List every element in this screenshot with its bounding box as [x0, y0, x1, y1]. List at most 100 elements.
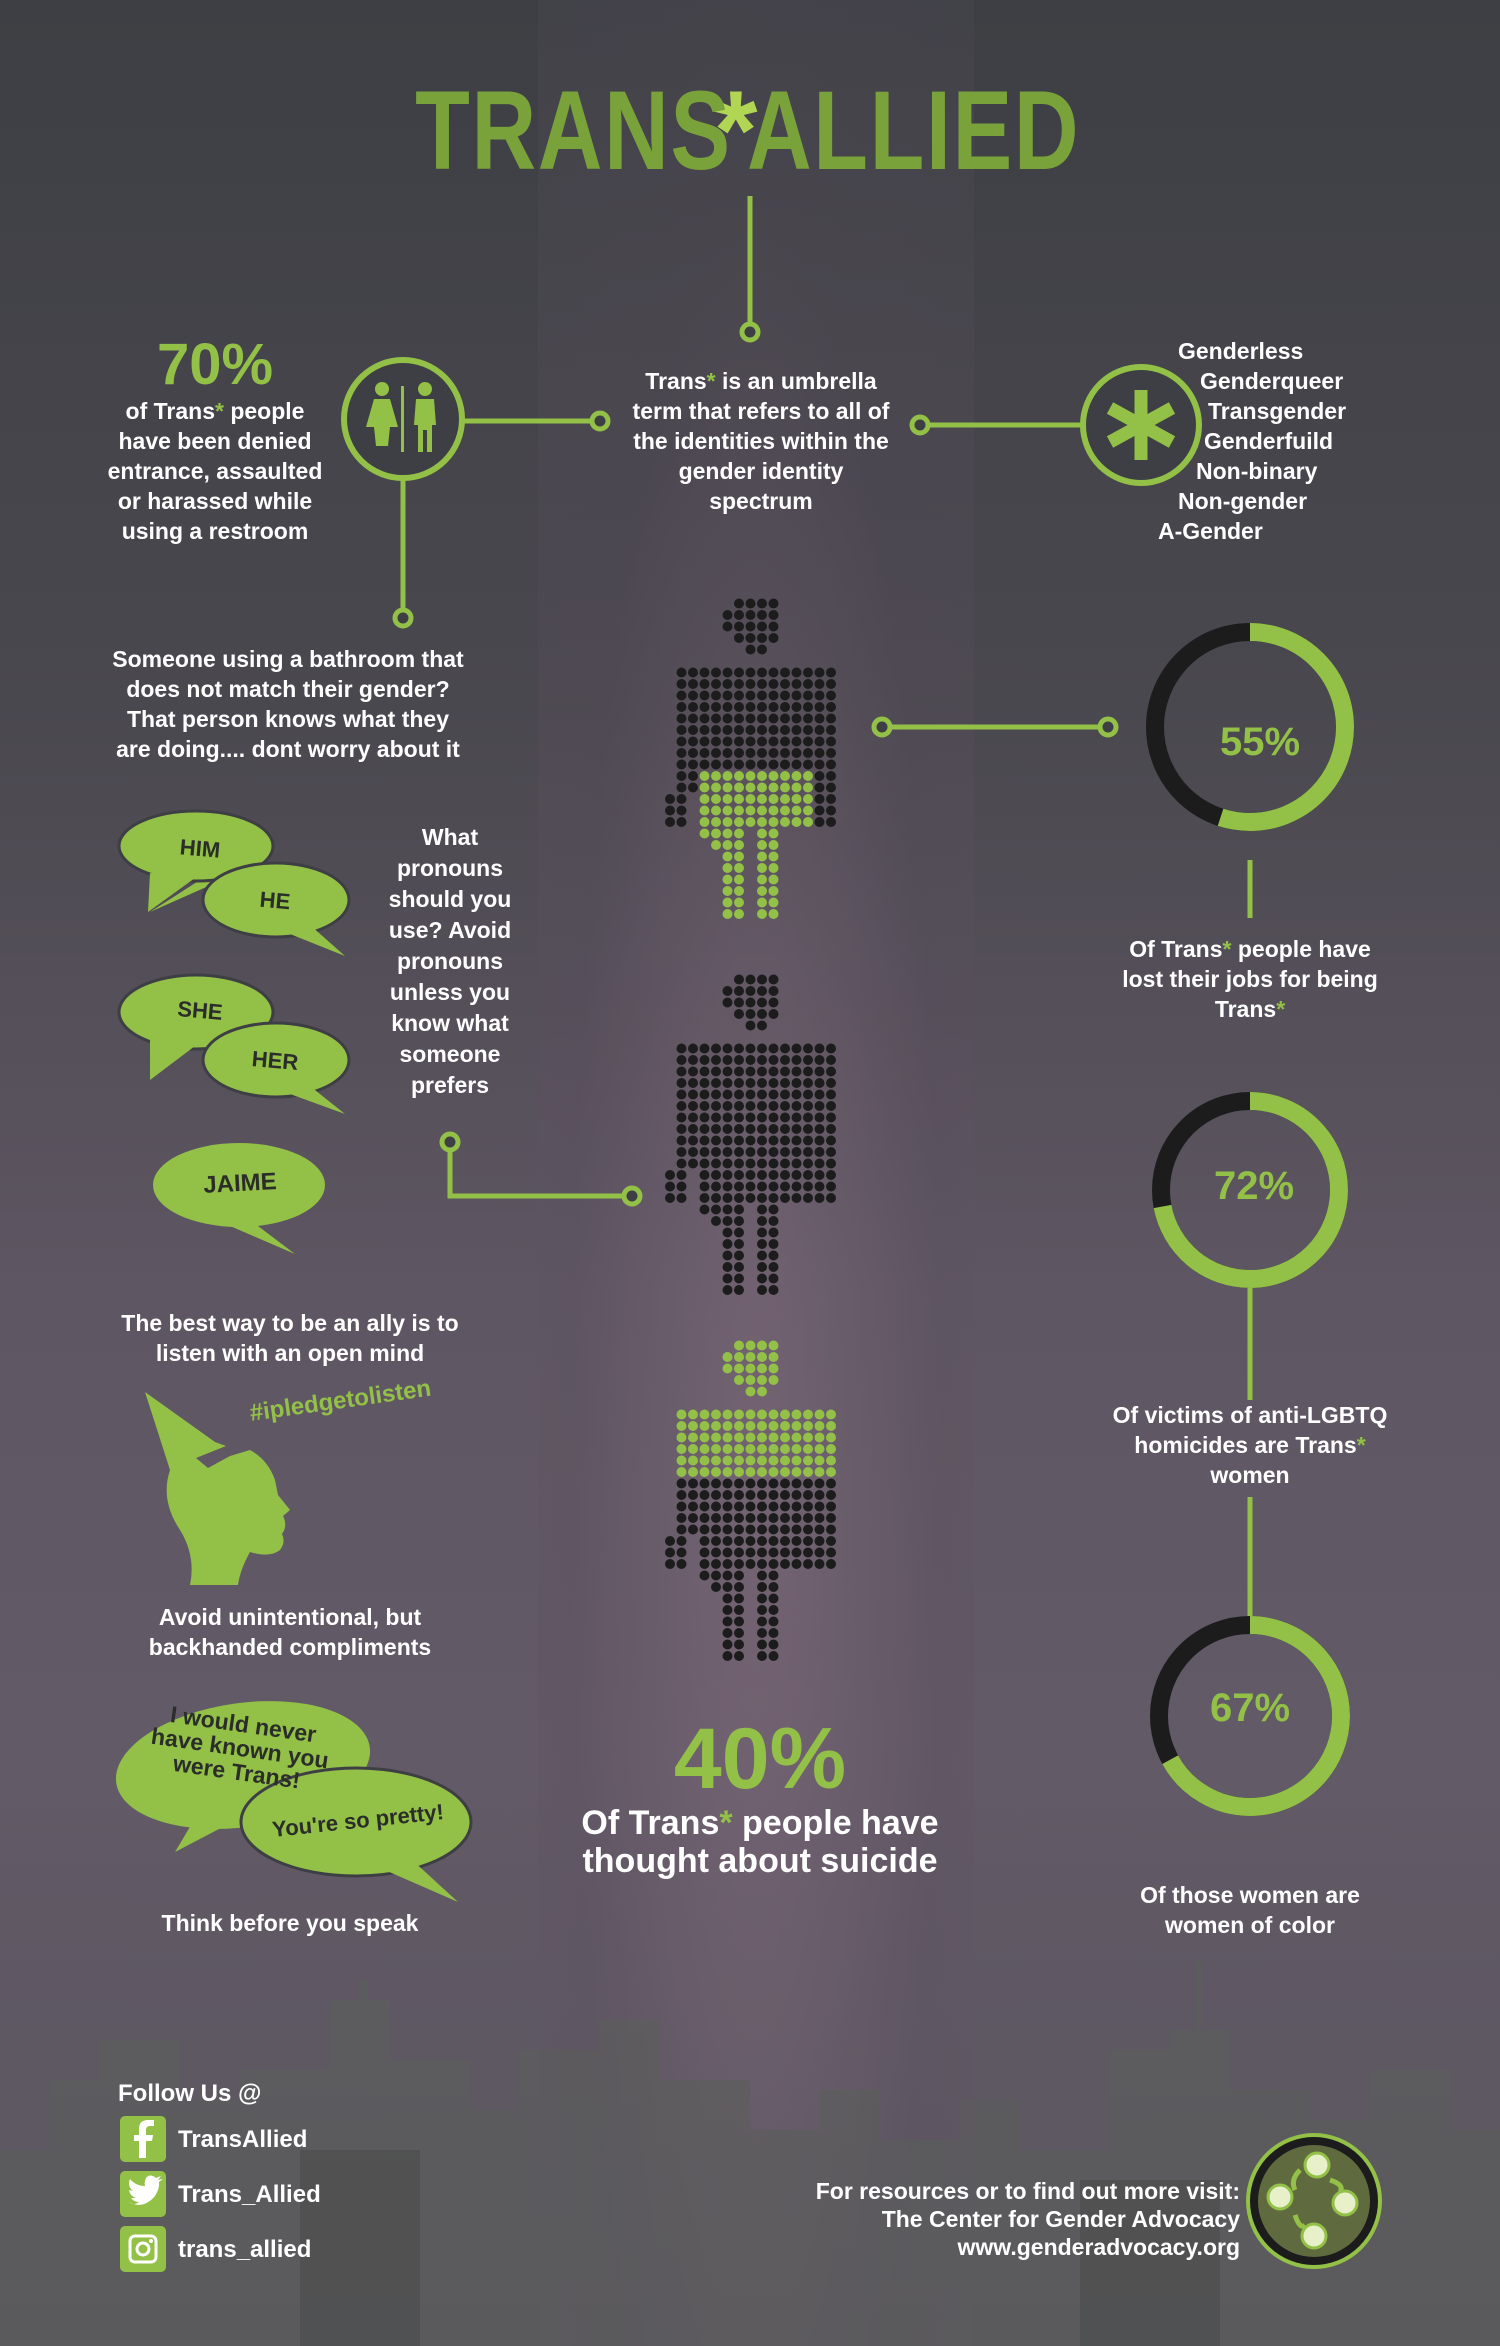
figure-dot — [757, 1386, 767, 1397]
figure-dot — [688, 702, 698, 712]
figure-dot — [791, 1478, 802, 1489]
figure-dot — [676, 1444, 687, 1454]
figure-dot — [768, 897, 779, 908]
figure-dot — [688, 679, 698, 689]
figure-dot — [711, 840, 721, 850]
figure-dot — [803, 736, 813, 747]
figure-dot — [791, 1536, 802, 1546]
figure-dot — [780, 1124, 790, 1134]
figure-dot — [711, 1066, 721, 1077]
figure-dot — [734, 805, 744, 816]
figure-dot — [699, 702, 710, 712]
figure-dot — [803, 690, 813, 701]
figure-dot — [688, 1467, 698, 1477]
figure-dot — [734, 1639, 744, 1650]
figure-dot — [699, 782, 710, 793]
suicide-text-b: people have thought about suicide — [582, 1804, 939, 1880]
figure-dot — [734, 997, 744, 1008]
figure-dot — [711, 1043, 721, 1054]
figure-dot — [722, 1547, 733, 1558]
social-handle-twitter[interactable]: Trans_Allied — [178, 2181, 321, 2208]
figure-dot — [780, 794, 790, 804]
figure-dot — [768, 1009, 779, 1019]
figure-dot — [768, 909, 779, 919]
pronoun-bubbles — [117, 809, 351, 1254]
umbrella-text: Trans* is an umbrella term that refers t… — [628, 366, 894, 516]
figure-dot — [711, 1432, 721, 1443]
figure-dot — [745, 1559, 756, 1569]
figure-dot — [722, 840, 733, 850]
figure-dot — [734, 863, 744, 873]
figure-dot — [665, 1170, 675, 1180]
figure-dot — [826, 794, 836, 804]
figure-dot — [803, 1444, 813, 1454]
social-handle-facebook[interactable]: TransAllied — [178, 2126, 308, 2153]
figure-dot — [722, 1593, 733, 1604]
figure-dot — [791, 1170, 802, 1180]
figure-dot — [814, 794, 825, 804]
figure-dot — [711, 1444, 721, 1454]
figure-dot — [699, 1444, 710, 1454]
figure-dot — [699, 1112, 710, 1123]
figure-dot — [757, 1651, 767, 1661]
figure-dot — [814, 725, 825, 735]
figure-dot — [780, 702, 790, 712]
figure-dot — [734, 851, 744, 862]
figure-dot — [768, 1181, 779, 1192]
restroom-star: * — [215, 398, 224, 424]
figure-dot — [826, 1170, 836, 1180]
figure-dot — [711, 713, 721, 724]
figure-dot — [826, 1101, 836, 1111]
figure-dot — [826, 1455, 836, 1466]
figure-dot — [676, 1135, 687, 1146]
figure-dot — [814, 1478, 825, 1489]
figure-dot — [722, 1273, 733, 1284]
figure-dot — [791, 713, 802, 724]
figure-dot — [757, 736, 767, 747]
pronoun-text: What pronouns should you use? Avoid pron… — [388, 824, 512, 1098]
footer-link[interactable]: www.genderadvocacy.org — [957, 2234, 1240, 2260]
figure-dot — [791, 748, 802, 758]
figure-dot — [734, 1262, 744, 1272]
restroom-text-b: people have been denied entrance, assaul… — [107, 398, 323, 544]
figure-dot — [711, 702, 721, 712]
figure-dot — [803, 1078, 813, 1088]
figure-dot — [745, 748, 756, 758]
figure-dot — [803, 794, 813, 804]
figure-dot — [745, 736, 756, 747]
figure-dot — [711, 817, 721, 827]
figure-dot — [699, 690, 710, 701]
figure-dot — [814, 713, 825, 724]
figure-dot — [722, 1467, 733, 1477]
figure-dot — [711, 805, 721, 816]
figure-dot — [757, 1513, 767, 1523]
figure-dot — [699, 1547, 710, 1558]
figure-dot — [814, 759, 825, 770]
figure-dot — [676, 1170, 687, 1180]
figure-dot — [688, 1147, 698, 1157]
figure-dot — [768, 1501, 779, 1512]
figure-dot — [699, 748, 710, 758]
figure-dot — [711, 1216, 721, 1226]
social-handle-instagram[interactable]: trans_allied — [178, 2236, 312, 2263]
figure-dot — [814, 690, 825, 701]
figure-dot — [745, 1547, 756, 1558]
stat-caption-2: Of victims of anti-LGBTQ homicides are T… — [1110, 1400, 1390, 1490]
figure-dot — [711, 1524, 721, 1535]
figure-dot — [711, 1570, 721, 1581]
identity-item: Genderfuild — [1204, 428, 1334, 454]
figure-dot — [780, 1089, 790, 1100]
title-allied: ALLIED — [747, 68, 1081, 193]
figure-dot — [699, 679, 710, 689]
figure-dot — [780, 805, 790, 816]
figure-dot — [814, 782, 825, 793]
figure-dot — [814, 771, 825, 781]
figure-dot — [676, 1055, 687, 1065]
figure-dot — [814, 1089, 825, 1100]
figure-dot — [803, 771, 813, 781]
figure-dot — [711, 1193, 721, 1203]
figure-dot — [757, 828, 767, 839]
figure-dot — [757, 1444, 767, 1454]
figure-dot — [826, 1524, 836, 1535]
figure-dot — [803, 1089, 813, 1100]
